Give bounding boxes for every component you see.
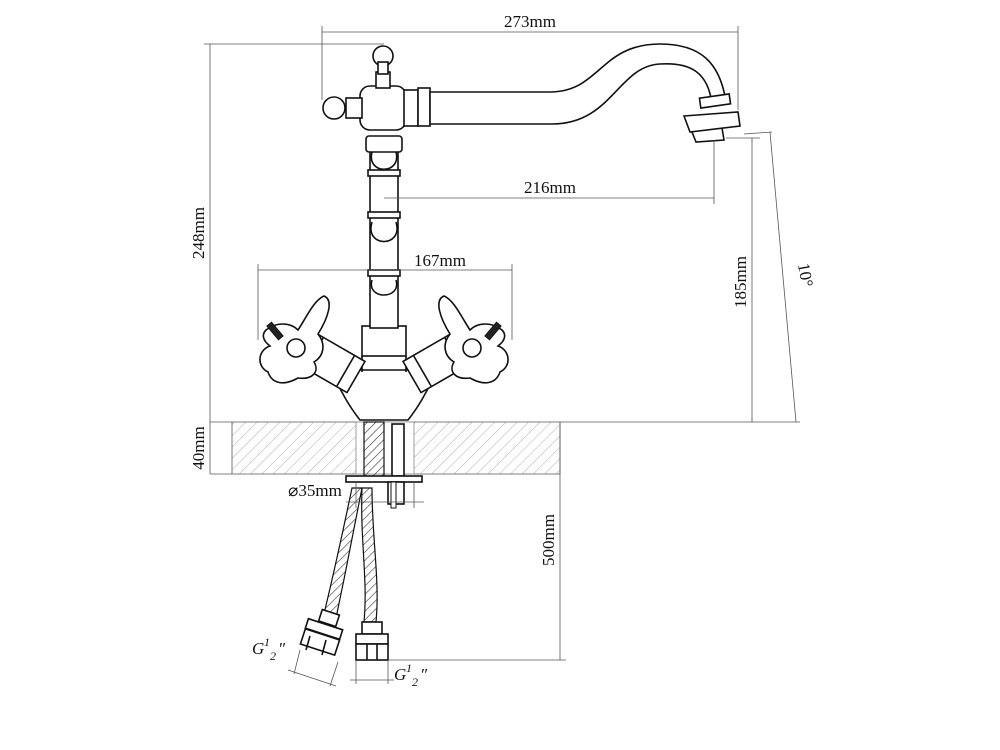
right-cross-handle — [438, 295, 509, 384]
flexible-hoses — [323, 487, 378, 623]
spout-angle-label: 10° — [794, 262, 817, 289]
left-cross-handle — [259, 295, 330, 384]
left-hose-connector — [299, 608, 344, 657]
spout-height-label: 185mm — [731, 256, 750, 308]
hole-diameter-label: ⌀35mm — [288, 481, 342, 500]
svg-text:2: 2 — [412, 675, 418, 689]
mounting-shank — [345, 421, 423, 509]
right-hose-connector — [355, 621, 389, 661]
svg-text:2: 2 — [270, 649, 276, 663]
total-width-label: 273mm — [504, 12, 556, 31]
deck-thickness-label: 40mm — [189, 426, 208, 469]
svg-text:G: G — [394, 665, 406, 684]
svg-text:″: ″ — [420, 665, 428, 684]
spout-reach-label: 216mm — [524, 178, 576, 197]
total-height-label: 248mm — [189, 207, 208, 259]
svg-text:G: G — [252, 639, 264, 658]
swivel-head — [322, 45, 431, 131]
dimension-lines — [204, 26, 797, 687]
left-thread-label: G 1 2 ″ — [252, 635, 286, 663]
hose-length-label: 500mm — [539, 514, 558, 566]
countertop-section — [210, 421, 800, 475]
handle-span-label: 167mm — [414, 251, 466, 270]
svg-text:1: 1 — [264, 635, 270, 649]
spout — [429, 43, 741, 143]
right-thread-label: G 1 2 ″ — [394, 661, 428, 689]
svg-text:1: 1 — [406, 661, 412, 675]
faucet-column — [365, 135, 403, 329]
svg-text:″: ″ — [278, 639, 286, 658]
